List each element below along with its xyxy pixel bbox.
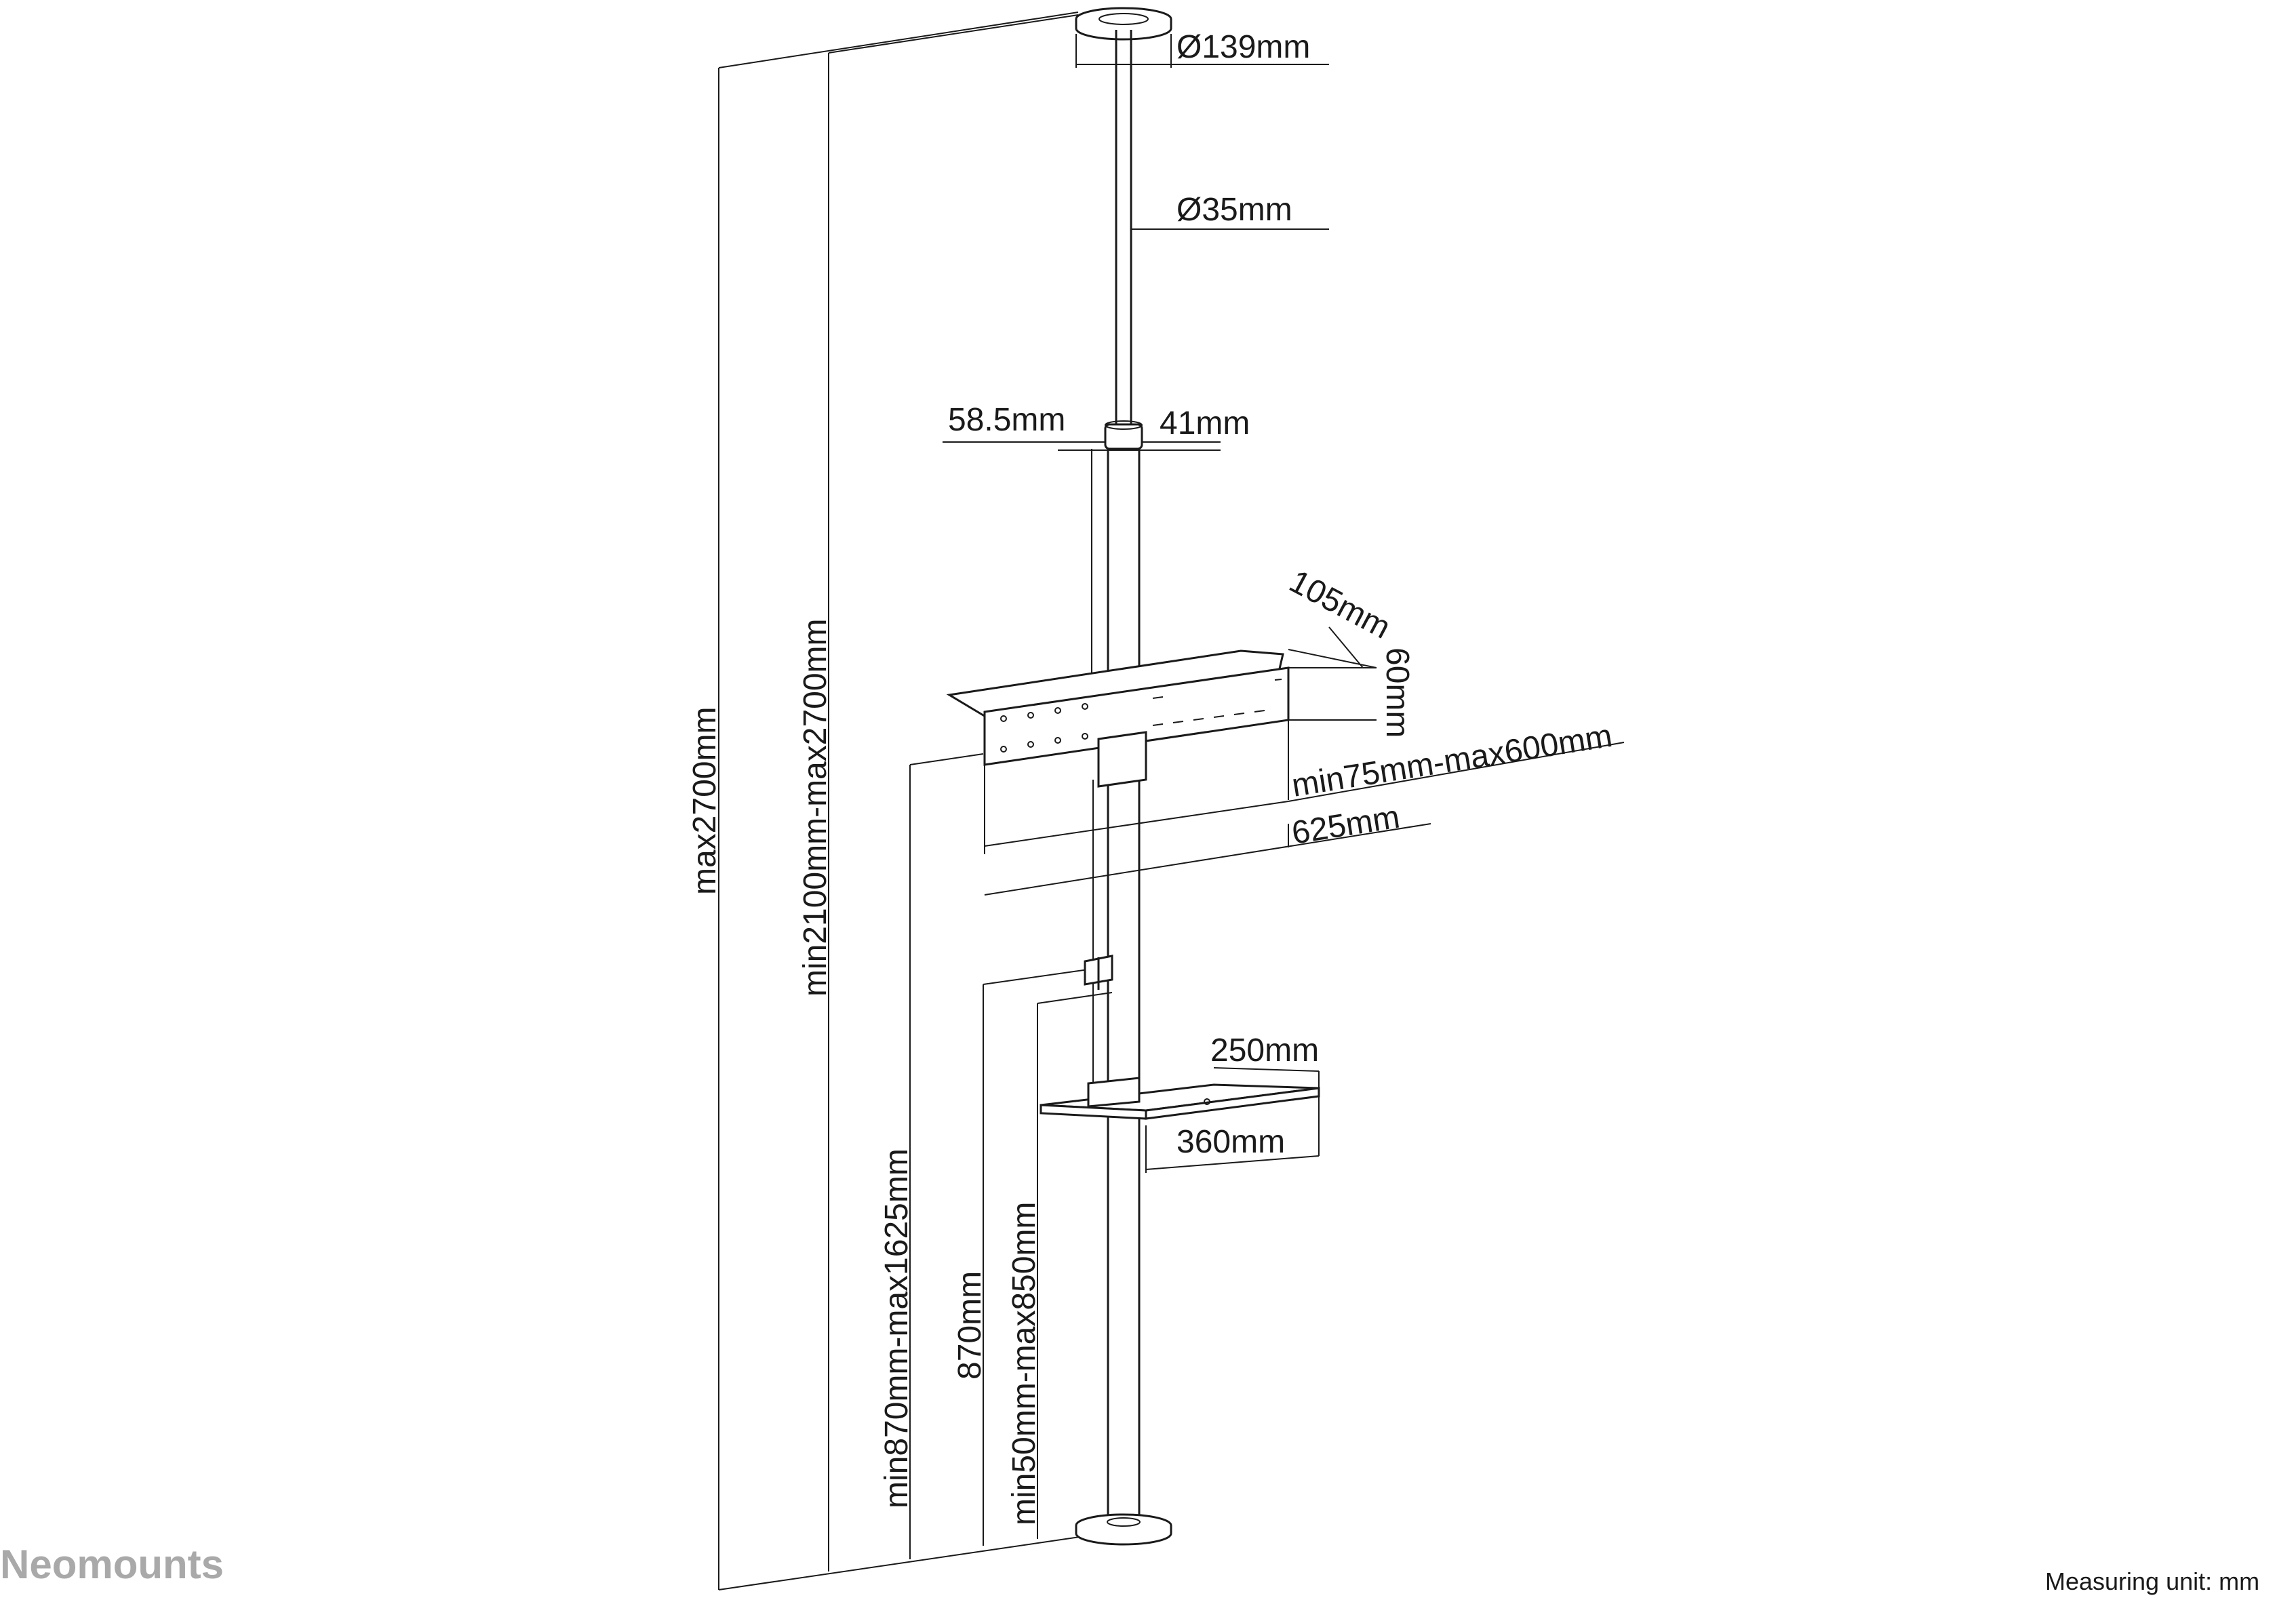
shelf-width-label: 360mm xyxy=(1176,1124,1285,1160)
bracket-height-label: 60mm xyxy=(1379,647,1415,738)
bracket-dims xyxy=(984,626,1625,896)
collar xyxy=(1104,420,1143,450)
collar-inner-label: 41mm xyxy=(1160,405,1250,441)
bracket-holes xyxy=(1000,679,1282,753)
fixed-height-label: 870mm xyxy=(952,1271,988,1380)
collar-dims xyxy=(943,441,1221,451)
ceiling-plate-diameter-label: Ø139mm xyxy=(1176,29,1310,65)
pole-range-label: min2100mm-max2700mm xyxy=(797,618,833,997)
shelf-depth-label: 250mm xyxy=(1210,1033,1319,1068)
pole-clip xyxy=(1084,955,1113,990)
tv-bracket xyxy=(946,649,1290,788)
shelf xyxy=(1040,1077,1320,1120)
brand-logo: Neomounts xyxy=(0,1542,224,1587)
upper-pole xyxy=(1115,30,1132,424)
collar-outer-label: 58.5mm xyxy=(948,402,1065,438)
bracket-height-range-label: min870mm-max1625mm xyxy=(879,1148,915,1508)
vesa-range-label: min75mm-max600mm xyxy=(1289,718,1615,804)
measuring-unit-note: Measuring unit: mm xyxy=(2045,1567,2259,1595)
pole-diameter-label: Ø35mm xyxy=(1176,192,1292,228)
ceiling-plate xyxy=(1075,7,1172,41)
shelf-dims xyxy=(1145,1067,1320,1173)
total-height-label: max2700mm xyxy=(687,707,723,895)
ceiling-diameter-dim xyxy=(1075,34,1329,68)
bracket-width-label: 625mm xyxy=(1289,799,1402,851)
bracket-depth-label: 105mm xyxy=(1284,563,1396,646)
floor-base xyxy=(1075,1513,1172,1546)
height-dimension-lines xyxy=(718,12,1113,1590)
shelf-height-range-label: min50mm-max850mm xyxy=(1006,1202,1042,1525)
